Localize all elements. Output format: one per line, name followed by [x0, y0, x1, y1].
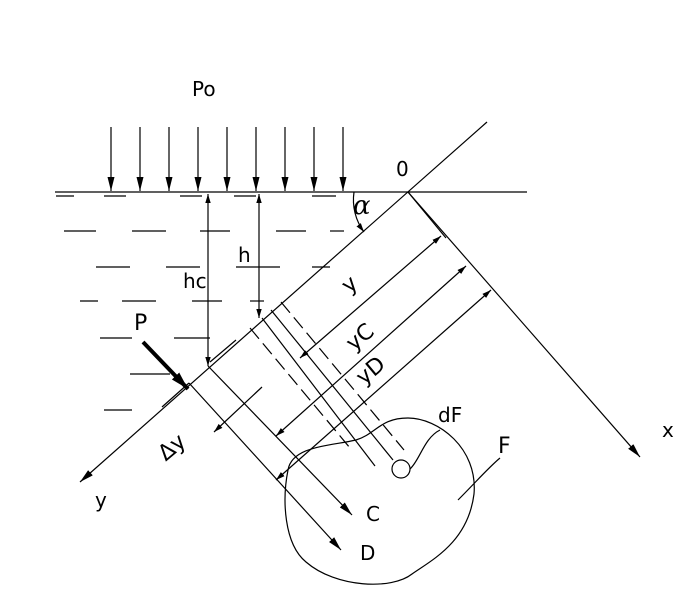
surface-pressure-arrows [107, 127, 347, 191]
resultant-force-arrow [141, 340, 190, 391]
label-df: dF [438, 403, 462, 427]
strip-edge-line-2 [270, 309, 394, 461]
element-df-circle [391, 459, 411, 479]
label-origin: 0 [396, 157, 409, 181]
f-leader-line [457, 457, 501, 501]
label-f: F [498, 434, 511, 459]
label-y-distance: y [337, 271, 363, 299]
label-alpha: α [353, 191, 371, 221]
label-d: D [360, 541, 375, 565]
label-x-axis: x [662, 418, 674, 442]
water-dashes [56, 195, 344, 411]
label-c: C [366, 502, 380, 526]
df-leader-line [409, 429, 441, 470]
dim-extension-y [407, 191, 447, 239]
x-axis-line [407, 191, 641, 458]
label-y-axis: y [95, 488, 107, 512]
label-h: h [238, 243, 251, 267]
angle-alpha-arc [352, 191, 365, 233]
label-hc: hc [183, 269, 207, 293]
projection-line-c [207, 365, 353, 516]
label-p0: Po [192, 77, 216, 101]
delta-y-tick-2 [209, 339, 237, 363]
plane-area-f [284, 417, 475, 585]
label-p: P [134, 311, 147, 336]
dim-yd-line [275, 289, 492, 481]
label-yc: yC [342, 319, 380, 356]
delta-y-arrow [213, 386, 263, 433]
label-delta-y: Δy [154, 429, 192, 466]
projection-line-d [188, 382, 342, 551]
